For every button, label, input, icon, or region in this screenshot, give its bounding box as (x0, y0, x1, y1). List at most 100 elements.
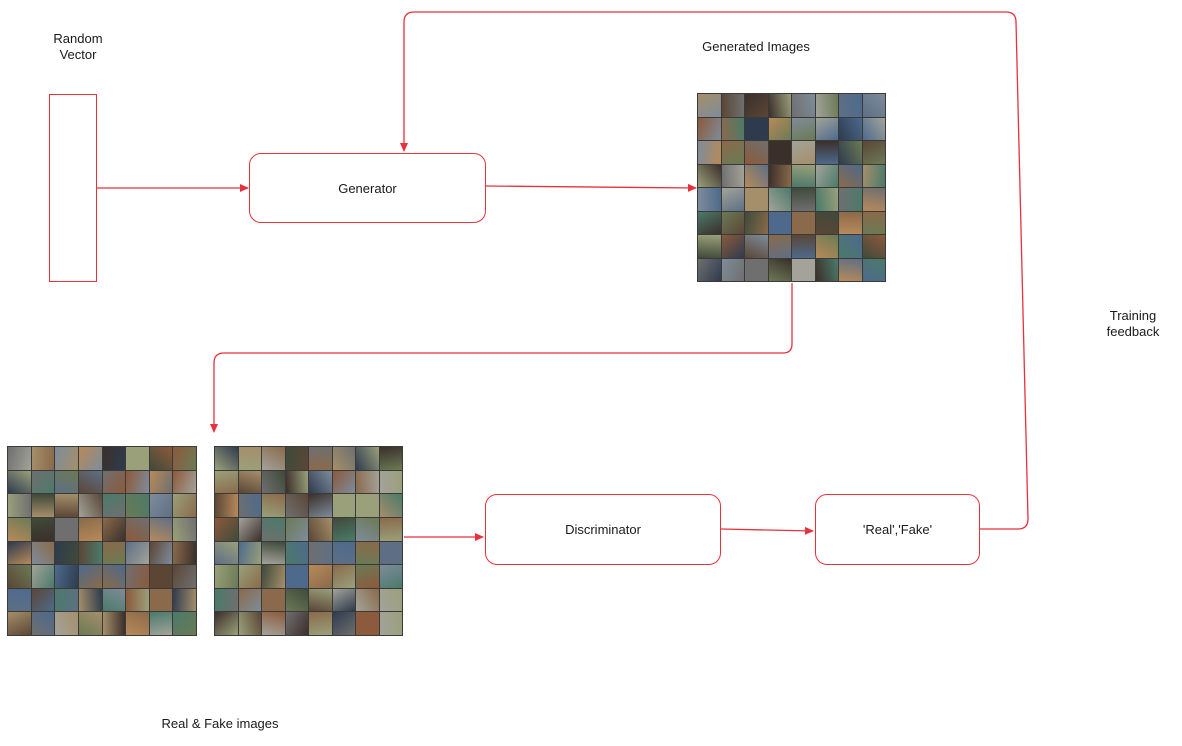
thumbnail-image (31, 612, 55, 635)
thumbnail-image (839, 141, 862, 164)
thumbnail-image (309, 612, 332, 635)
thumbnail-image (721, 188, 744, 211)
thumbnail-image (309, 541, 332, 565)
thumbnail-image (78, 541, 102, 565)
thumbnail-image (238, 541, 261, 565)
thumbnail-image (126, 517, 149, 541)
real-fake-output-label: 'Real','Fake' (862, 522, 933, 537)
thumbnail-image (78, 612, 102, 635)
thumbnail-image (815, 258, 838, 281)
thumbnail-image (31, 541, 55, 565)
thumbnail-image (792, 141, 815, 164)
thumbnail-image (173, 541, 196, 565)
thumbnail-image (285, 565, 308, 588)
thumbnail-image (262, 494, 285, 517)
thumbnail-image (215, 494, 238, 517)
thumbnail-image (31, 565, 55, 588)
thumbnail-image (55, 612, 78, 635)
thumbnail-image (173, 588, 196, 612)
thumbnail-image (379, 541, 402, 565)
thumbnail-image (815, 164, 838, 187)
thumbnail-image (262, 517, 285, 541)
thumbnail-image (862, 258, 885, 281)
thumbnail-image (215, 541, 238, 565)
thumbnail-image (379, 447, 402, 470)
arrow-generator-to-images (485, 183, 697, 192)
thumbnail-image (356, 517, 379, 541)
thumbnail-image (173, 494, 196, 517)
thumbnail-image (839, 188, 862, 211)
thumbnail-image (78, 565, 102, 588)
thumbnail-image (745, 211, 768, 234)
real-images-grid (7, 446, 197, 636)
thumbnail-image (332, 447, 355, 470)
thumbnail-image (792, 117, 815, 140)
thumbnail-image (285, 517, 308, 541)
thumbnail-image (768, 164, 791, 187)
thumbnail-image (215, 565, 238, 588)
thumbnail-image (55, 565, 78, 588)
thumbnail-image (55, 447, 78, 470)
thumbnail-image (309, 494, 332, 517)
thumbnail-image (839, 211, 862, 234)
thumbnail-image (839, 94, 862, 117)
thumbnail-image (78, 470, 102, 494)
thumbnail-image (102, 588, 126, 612)
thumbnail-image (149, 447, 173, 470)
generator-node: Generator (249, 153, 486, 223)
thumbnail-image (721, 258, 744, 281)
thumbnail-image (792, 235, 815, 258)
thumbnail-image (356, 612, 379, 635)
thumbnail-image (31, 588, 55, 612)
thumbnail-image (8, 494, 31, 517)
thumbnail-image (862, 141, 885, 164)
thumbnail-image (102, 612, 126, 635)
thumbnail-image (815, 141, 838, 164)
thumbnail-image (126, 470, 149, 494)
thumbnail-image (215, 612, 238, 635)
thumbnail-image (149, 565, 173, 588)
thumbnail-image (215, 447, 238, 470)
thumbnail-image (262, 588, 285, 612)
thumbnail-image (78, 517, 102, 541)
real-fake-output-node: 'Real','Fake' (815, 494, 980, 565)
thumbnail-image (309, 565, 332, 588)
thumbnail-image (262, 470, 285, 494)
thumbnail-image (149, 517, 173, 541)
thumbnail-image (285, 447, 308, 470)
thumbnail-image (8, 447, 31, 470)
thumbnail-image (379, 612, 402, 635)
thumbnail-image (238, 470, 261, 494)
thumbnail-image (238, 588, 261, 612)
thumbnail-image (745, 164, 768, 187)
thumbnail-image (356, 470, 379, 494)
thumbnail-image (31, 494, 55, 517)
random-vector-box (49, 94, 97, 282)
arrow-images-to-realfake (210, 283, 793, 433)
thumbnail-image (698, 94, 721, 117)
thumbnail-image (698, 141, 721, 164)
thumbnail-image (285, 494, 308, 517)
thumbnail-image (262, 447, 285, 470)
thumbnail-image (309, 517, 332, 541)
thumbnail-image (379, 494, 402, 517)
thumbnail-image (126, 588, 149, 612)
thumbnail-image (149, 612, 173, 635)
thumbnail-image (815, 235, 838, 258)
thumbnail-image (792, 164, 815, 187)
thumbnail-image (356, 588, 379, 612)
thumbnail-image (215, 517, 238, 541)
thumbnail-image (768, 258, 791, 281)
discriminator-label: Discriminator (565, 522, 641, 537)
thumbnail-image (721, 211, 744, 234)
thumbnail-image (698, 211, 721, 234)
thumbnail-image (698, 188, 721, 211)
thumbnail-image (768, 117, 791, 140)
thumbnail-image (698, 117, 721, 140)
thumbnail-image (8, 612, 31, 635)
thumbnail-image (102, 470, 126, 494)
thumbnail-image (8, 517, 31, 541)
thumbnail-image (745, 117, 768, 140)
thumbnail-image (332, 517, 355, 541)
thumbnail-image (862, 188, 885, 211)
